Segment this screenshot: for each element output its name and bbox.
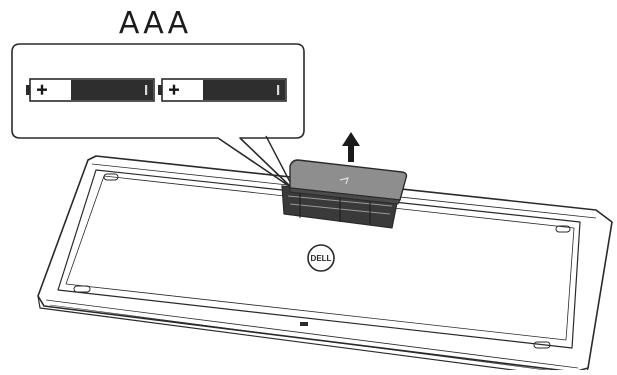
minus-terminal-icon	[277, 85, 280, 95]
plus-terminal-icon	[37, 84, 47, 95]
callout-pointer-line	[265, 135, 291, 183]
plus-terminal-icon	[169, 84, 179, 95]
arrow-up-icon	[342, 132, 360, 162]
svg-text:DELL: DELL	[311, 254, 332, 263]
minus-terminal-icon	[145, 85, 148, 95]
dell-logo: DELL	[307, 244, 335, 272]
battery-icon	[26, 78, 155, 102]
battery-icon	[158, 78, 287, 102]
battery-door	[289, 159, 408, 205]
battery-type-label: AAA	[118, 6, 192, 41]
battery-callout	[11, 43, 305, 189]
